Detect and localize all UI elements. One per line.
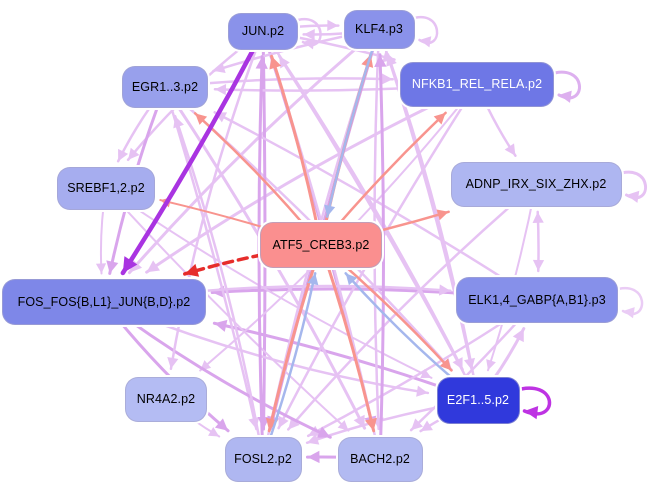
edge-fos-elk1-arrowhead [438,284,451,296]
edge-atf5-adnp-arrowhead [436,209,449,221]
self-loop-klf4-arrowhead [419,36,432,48]
edge-bach2-klf4 [378,53,386,461]
edge-atf5-bach2 [319,243,376,433]
edge-fosl2-egr-arrowhead [173,116,184,129]
edge-egr-srebf-arrowhead [118,148,129,162]
node-label-srebf: SREBF1,2.p2 [67,181,145,195]
edge-nr4a2-fosl2-arrowhead [208,427,220,437]
edge-e2f1-elk1-arrowhead [512,328,524,343]
edge-jun-nr4a2-arrowhead [167,357,179,369]
node-srebf[interactable]: SREBF1,2.p2 [57,166,155,210]
edge-fos-e2f1-arrowhead [416,385,428,397]
node-egr[interactable]: EGR1..3.p2 [122,66,208,108]
edge-jun-fos-arrowhead [122,256,138,273]
edge-e2f1-atf5-arrowhead [345,273,358,286]
node-label-atf5: ATF5_CREB3.p2 [272,238,370,252]
self-loop-adnp-arrowhead [626,190,640,203]
edge-bach2-fosl2-arrowhead [307,450,320,464]
self-loop-nfkb1-arrowhead [559,90,572,103]
node-fosl2[interactable]: FOSL2.p2 [224,436,302,482]
edge-srebf-bach2-arrowhead [337,420,349,431]
node-label-elk1: ELK1,4_GABP{A,B1}.p3 [468,293,606,307]
edge-klf4-fos [127,27,381,275]
node-jun[interactable]: JUN.p2 [228,12,298,50]
edge-elk1-bach2-arrowhead [411,418,423,431]
edge-adnp-fosl2 [287,182,538,431]
edge-e2f1-fos-arrowhead [214,319,228,332]
node-elk1[interactable]: ELK1,4_GABP{A,B1}.p3 [456,277,618,323]
node-atf5[interactable]: ATF5_CREB3.p2 [260,222,382,268]
edge-atf5-bach2-arrowhead [364,417,377,431]
node-label-fosl2: FOSL2.p2 [234,452,292,466]
edge-egr-fos-arrowhead [106,260,119,274]
edge-egr-nfkb1-arrowhead [381,73,393,85]
edge-atf5-fos-arrowhead [184,263,200,277]
node-label-jun: JUN.p2 [241,24,285,38]
edge-jun-klf4-arrowhead [327,19,339,31]
edge-nfkb1-adnp-arrowhead [504,143,516,156]
node-e2f1[interactable]: E2F1..5.p2 [436,376,520,424]
edge-nfkb1-egr-arrowhead [214,83,227,96]
edge-e2f1-bach2-arrowhead [420,420,433,432]
self-loop-elk1-arrowhead [623,307,635,319]
node-label-egr: EGR1..3.p2 [131,80,199,94]
node-bach2[interactable]: BACH2.p2 [337,436,423,482]
self-loop-e2f1-arrowhead [524,405,539,420]
edge-fosl2-atf5-arrowhead [307,273,319,286]
edge-klf4-egr-arrowhead [213,62,226,74]
node-label-bach2: BACH2.p2 [350,452,410,466]
edge-srebf-e2f1-arrowhead [420,368,432,379]
edge-bach2-klf4-arrowhead [374,54,387,67]
edge-fosl2-jun-arrowhead [255,56,268,69]
edge-klf4-atf5-arrowhead [324,204,336,217]
edge-atf5-egr-arrowhead [195,113,208,125]
edge-e2f1-jun-arrowhead [279,56,290,69]
edge-nfkb1-fos-arrowhead [146,260,161,273]
edge-jun-fos [120,28,266,276]
edge-klf4-jun-arrowhead [303,29,315,41]
node-nr4a2[interactable]: NR4A2.p2 [125,376,207,422]
edge-fos-fosl2-arrowhead [214,418,229,431]
node-label-klf4: KLF4.p3 [355,22,403,36]
edge-nfkb1-fosl2-arrowhead [278,415,289,429]
edge-atf5-e2f1-arrowhead [439,358,452,371]
edge-atf5-jun-arrowhead [269,56,282,70]
node-fos[interactable]: FOS_FOS{B,L1}_JUN{B,D}.p2 [2,279,206,325]
node-nfkb1[interactable]: NFKB1_REL_RELA.p2 [400,61,554,107]
edge-srebf-fos-arrowhead [95,263,107,274]
node-label-adnp: ADNP_IRX_SIX_ZHX.p2 [465,177,607,191]
edge-srebf-e2f1 [105,187,433,379]
edge-jun-srebf-arrowhead [128,147,140,160]
edge-fosl2-atf5 [261,272,317,461]
edge-e2f1-klf4-arrowhead [386,54,397,67]
node-adnp[interactable]: ADNP_IRX_SIX_ZHX.p2 [450,161,622,207]
node-klf4[interactable]: KLF4.p3 [343,9,415,49]
node-label-nfkb1: NFKB1_REL_RELA.p2 [411,77,543,91]
edge-fosl2-jun [257,55,265,461]
edge-adnp-e2f1-arrowhead [486,359,496,371]
edge-adnp-fosl2-arrowhead [288,417,300,430]
edge-elk1-adnp-tail-arrowhead [532,259,545,271]
node-label-e2f1: E2F1..5.p2 [446,393,510,407]
edge-fos-bach2-arrowhead [316,426,331,438]
edge-atf5-nfkb1-arrowhead [433,112,446,125]
edge-e2f1-fosl2-arrowhead [307,433,320,445]
self-loop-jun-arrowhead [303,38,315,50]
node-label-nr4a2: NR4A2.p2 [136,392,196,406]
edge-klf4-atf5 [325,27,381,218]
node-label-fos: FOS_FOS{B,L1}_JUN{B,D}.p2 [17,295,191,309]
edge-elk1-adnp-arrowhead [532,211,544,224]
